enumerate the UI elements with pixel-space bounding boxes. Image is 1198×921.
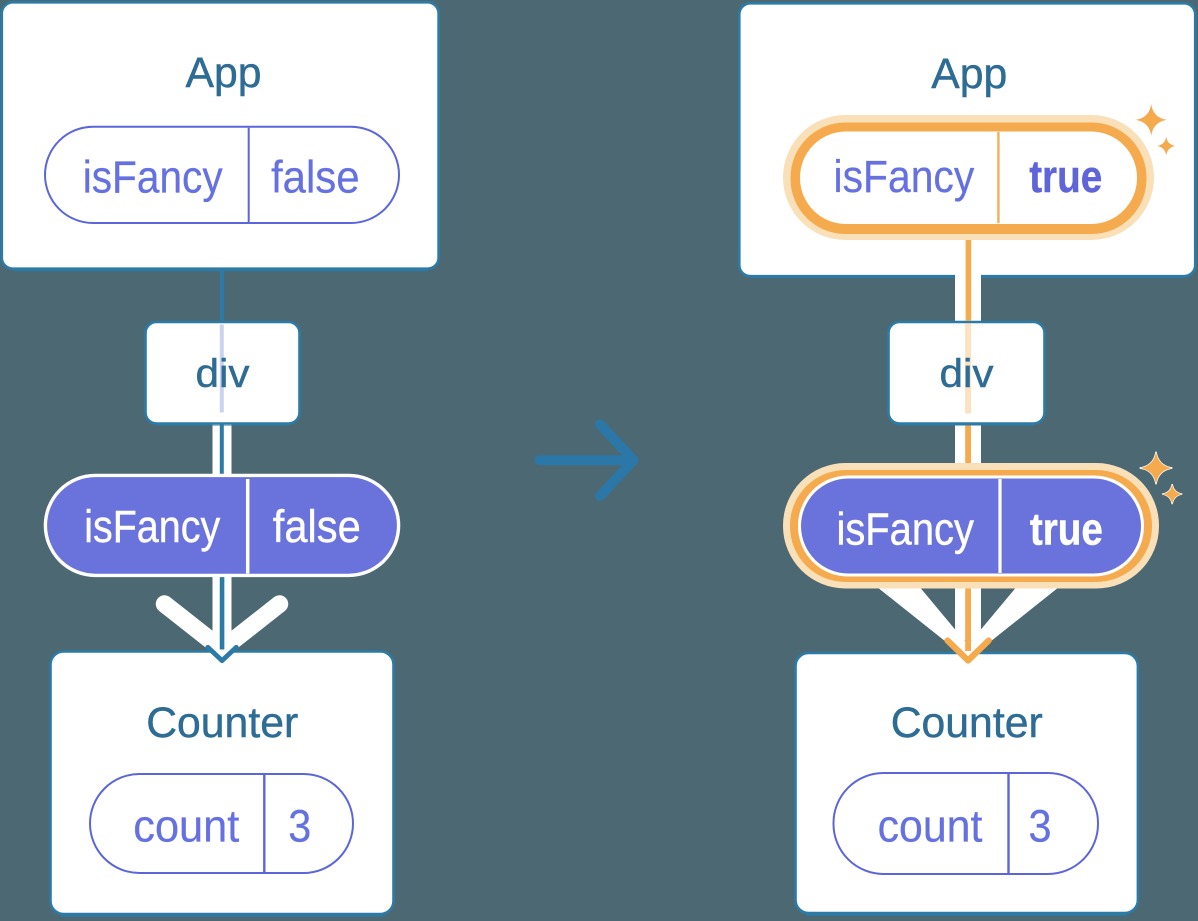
svg-text:Counter: Counter [146, 699, 298, 747]
svg-text:div: div [196, 352, 250, 396]
svg-text:Counter: Counter [891, 699, 1043, 747]
svg-text:isFancy: isFancy [837, 504, 975, 555]
svg-text:App: App [186, 49, 262, 97]
svg-text:isFancy: isFancy [834, 151, 975, 202]
svg-text:3: 3 [1029, 801, 1052, 852]
svg-text:count: count [878, 801, 983, 852]
svg-text:false: false [273, 501, 361, 552]
svg-text:3: 3 [288, 801, 311, 852]
svg-text:true: true [1030, 504, 1103, 555]
svg-text:isFancy: isFancy [84, 501, 220, 552]
svg-text:div: div [940, 352, 994, 396]
svg-text:true: true [1029, 151, 1102, 202]
svg-text:isFancy: isFancy [83, 151, 223, 202]
svg-text:false: false [271, 151, 360, 202]
svg-text:App: App [931, 50, 1007, 98]
svg-text:count: count [133, 801, 239, 852]
